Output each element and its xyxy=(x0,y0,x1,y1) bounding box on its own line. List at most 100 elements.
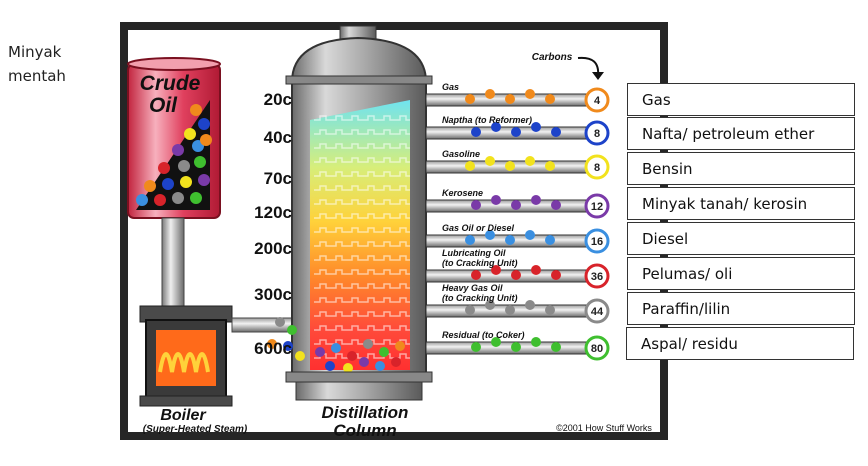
molecule-ball xyxy=(465,161,475,171)
carbon-badge xyxy=(584,228,610,254)
molecule-ball xyxy=(465,94,475,104)
column-molecule xyxy=(295,351,305,361)
column-molecule xyxy=(275,317,285,327)
molecule-ball xyxy=(505,161,515,171)
molecule-ball xyxy=(545,305,555,315)
column-tray xyxy=(314,311,410,317)
column-molecule xyxy=(375,361,385,371)
column-tray xyxy=(314,129,410,135)
molecule-ball xyxy=(485,156,495,166)
crude-molecule xyxy=(198,118,210,130)
molecule-ball xyxy=(525,300,535,310)
fraction-label-box: Diesel xyxy=(627,222,855,255)
molecule-ball xyxy=(511,342,521,352)
column-molecule xyxy=(325,361,335,371)
molecule-ball xyxy=(525,156,535,166)
column-molecule xyxy=(283,341,293,351)
carbon-count: 12 xyxy=(591,201,603,213)
column-tray xyxy=(314,325,410,331)
molecule-ball xyxy=(505,235,515,245)
distillation-column xyxy=(267,25,433,401)
boiler xyxy=(139,305,233,407)
temperature-label: 200c xyxy=(254,239,292,258)
boiler-subtitle: (Super-Heated Steam) xyxy=(143,424,248,435)
carbon-badge xyxy=(584,193,610,219)
fraction-name: Gasoline xyxy=(442,149,480,159)
molecule-ball xyxy=(491,337,501,347)
temperature-label: 70c xyxy=(264,169,292,188)
fraction-label-box: Paraffin/lilin xyxy=(627,292,855,325)
fraction-name: Residual (to Coker) xyxy=(442,330,525,340)
crude-label-line2: Oil xyxy=(149,94,178,117)
fraction-label-box: Bensin xyxy=(627,152,855,185)
molecule-ball xyxy=(471,270,481,280)
crude-molecule xyxy=(136,194,148,206)
crude-molecule xyxy=(172,192,184,204)
molecule-ball xyxy=(551,200,561,210)
column-molecule xyxy=(359,357,369,367)
crude-molecule xyxy=(162,178,174,190)
temperature-label: 40c xyxy=(264,128,292,147)
column-tray xyxy=(314,157,410,163)
crude-molecule xyxy=(198,174,210,186)
outlet-pipe xyxy=(425,126,587,140)
molecule-ball xyxy=(505,94,515,104)
boiler-title: Boiler xyxy=(160,407,206,424)
caption-line1: Minyak xyxy=(8,43,62,61)
crude-molecule xyxy=(154,194,166,206)
molecule-ball xyxy=(491,265,501,275)
temperature-label: 120c xyxy=(254,203,292,222)
column-title-line1: Distillation xyxy=(322,403,409,422)
column-molecule xyxy=(331,343,341,353)
molecule-ball xyxy=(471,127,481,137)
fraction-name: Gas Oil or Diesel xyxy=(442,223,515,233)
molecule-ball xyxy=(545,161,555,171)
molecule-ball xyxy=(485,300,495,310)
molecule-ball xyxy=(551,342,561,352)
carbons-label: Carbons xyxy=(532,52,573,63)
column-tray xyxy=(314,171,410,177)
crude-label-line1: Crude xyxy=(140,72,201,95)
molecule-ball xyxy=(531,265,541,275)
molecule-ball xyxy=(471,200,481,210)
column-tray xyxy=(314,297,410,303)
molecule-ball xyxy=(525,230,535,240)
column-tray xyxy=(314,115,410,121)
column-molecule xyxy=(391,357,401,367)
column-tray xyxy=(314,143,410,149)
outlet-pipe xyxy=(425,199,587,213)
carbon-count: 80 xyxy=(591,343,603,355)
fraction-name: Kerosene xyxy=(442,188,483,198)
column-molecule xyxy=(363,339,373,349)
fraction-label-box: Nafta/ petroleum ether xyxy=(627,117,855,150)
carbon-count: 44 xyxy=(591,306,604,318)
molecule-ball xyxy=(551,127,561,137)
molecule-ball xyxy=(511,270,521,280)
column-molecule xyxy=(395,341,405,351)
feed-pipe xyxy=(161,217,185,307)
molecule-ball xyxy=(471,342,481,352)
fraction-label-box: Pelumas/ oli xyxy=(627,257,855,290)
molecule-ball xyxy=(485,89,495,99)
molecule-ball xyxy=(465,235,475,245)
column-tray xyxy=(314,213,410,219)
caption-line2: mentah xyxy=(8,67,66,85)
crude-molecule xyxy=(180,176,192,188)
column-tray xyxy=(314,241,410,247)
molecule-ball xyxy=(505,305,515,315)
molecule-ball xyxy=(491,195,501,205)
crude-molecule xyxy=(184,128,196,140)
molecule-ball xyxy=(531,195,541,205)
crude-molecule xyxy=(200,134,212,146)
carbon-badge xyxy=(584,120,610,146)
crude-molecule xyxy=(194,156,206,168)
outlet-pipe xyxy=(425,341,587,355)
carbon-count: 8 xyxy=(594,162,600,174)
carbon-badge xyxy=(584,335,610,361)
column-molecule xyxy=(267,339,277,349)
carbon-badge xyxy=(584,87,610,113)
crude-molecule xyxy=(190,104,202,116)
crude-molecule xyxy=(190,192,202,204)
fraction-subname: (to Cracking Unit) xyxy=(442,293,518,303)
